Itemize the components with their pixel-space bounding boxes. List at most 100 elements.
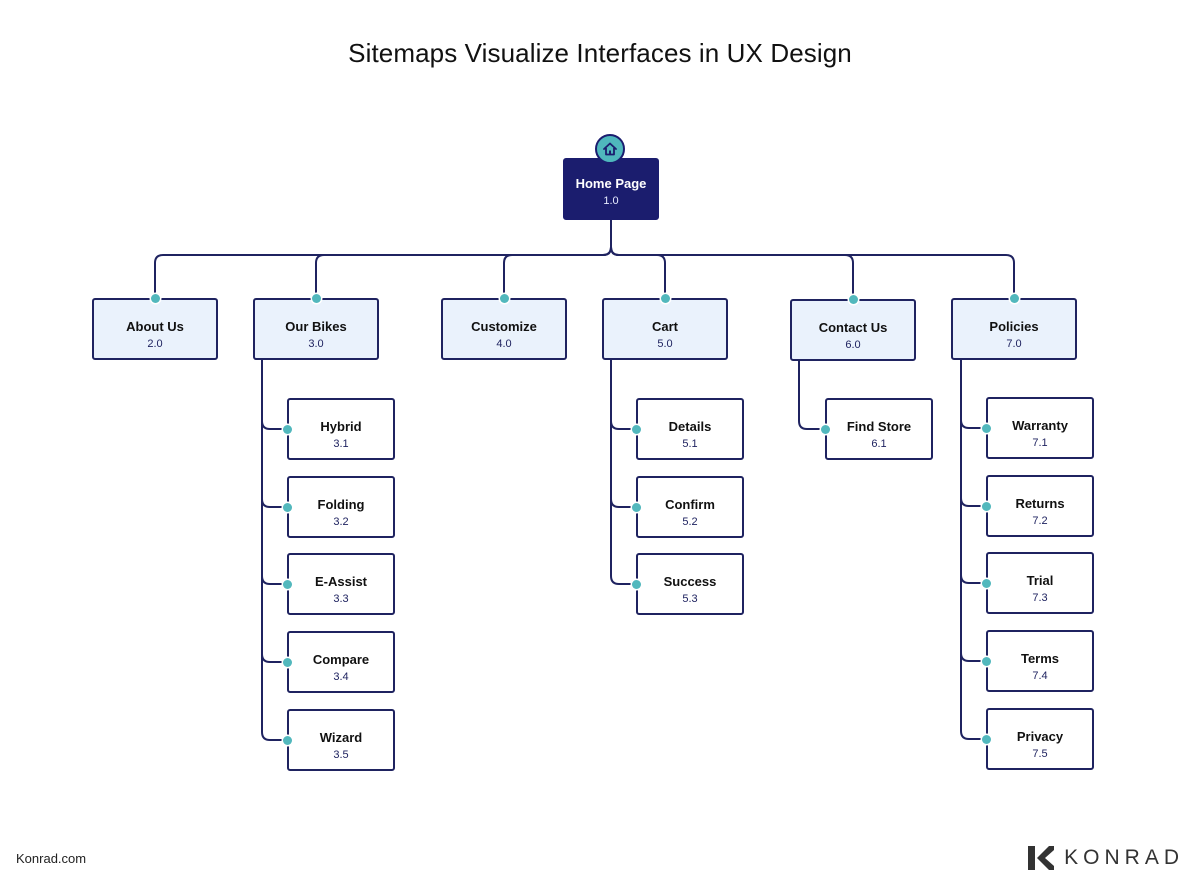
connector-success — [610, 360, 636, 585]
node-number: 2.0 — [147, 338, 163, 350]
footer-site: Konrad.com — [16, 851, 87, 866]
node-number: 7.5 — [1032, 748, 1048, 760]
connector-details — [610, 360, 636, 430]
node-number: 6.0 — [845, 339, 861, 351]
node-label: Trial — [1026, 573, 1054, 588]
connector-dot — [150, 293, 160, 303]
connector-warranty — [960, 360, 986, 429]
node-number: 5.3 — [682, 593, 698, 605]
node-label: Cart — [651, 319, 678, 334]
node-home-page[interactable]: Home Page 1.0 — [563, 158, 659, 220]
node-label: Details — [668, 419, 712, 434]
connector-dot — [282, 735, 292, 745]
node-confirm[interactable]: Confirm 5.2 — [636, 476, 744, 538]
connector-dot — [631, 424, 641, 434]
node-label: Customize — [471, 319, 537, 334]
node-number: 3.5 — [333, 749, 349, 761]
node-number: 1.0 — [603, 195, 619, 207]
node-number: 7.4 — [1032, 670, 1048, 682]
connector-contact-us — [610, 220, 854, 299]
node-customize[interactable]: Customize 4.0 — [441, 298, 567, 360]
connector-terms — [960, 360, 986, 662]
connector-dot — [631, 579, 641, 589]
connector-dot — [981, 578, 991, 588]
connector-dot — [981, 734, 991, 744]
node-label: E-Assist — [314, 574, 368, 589]
node-label: Folding — [317, 497, 365, 512]
node-label: Returns — [1015, 496, 1065, 511]
node-our-bikes[interactable]: Our Bikes 3.0 — [253, 298, 379, 360]
connector-dot — [631, 502, 641, 512]
node-terms[interactable]: Terms 7.4 — [986, 630, 1094, 692]
diagram-title: Sitemaps Visualize Interfaces in UX Desi… — [348, 38, 852, 68]
node-label: Terms — [1020, 651, 1060, 666]
node-number: 3.3 — [333, 593, 349, 605]
node-e-assist[interactable]: E-Assist 3.3 — [287, 553, 395, 615]
connector-compare — [261, 360, 287, 663]
node-hybrid[interactable]: Hybrid 3.1 — [287, 398, 395, 460]
connector-dot — [981, 656, 991, 666]
node-number: 7.0 — [1006, 338, 1022, 350]
node-label: Confirm — [665, 497, 715, 512]
connector-customize — [503, 220, 612, 298]
node-number: 7.2 — [1032, 515, 1048, 527]
connector-find-store — [798, 361, 825, 430]
node-label: Warranty — [1012, 418, 1068, 433]
connector-returns — [960, 360, 986, 507]
node-label: Success — [663, 574, 717, 589]
connector-dot — [1009, 293, 1019, 303]
connector-dot — [660, 293, 670, 303]
connector-dot — [282, 424, 292, 434]
node-wizard[interactable]: Wizard 3.5 — [287, 709, 395, 771]
connector-privacy — [960, 360, 986, 740]
node-label: Hybrid — [320, 419, 362, 434]
node-number: 5.1 — [682, 438, 698, 450]
connector-dot — [311, 293, 321, 303]
node-label: Contact Us — [818, 320, 888, 335]
connector-dot — [499, 293, 509, 303]
node-label: Find Store — [846, 419, 912, 434]
connector-wizard — [261, 360, 287, 741]
node-number: 7.1 — [1032, 437, 1048, 449]
connector-cart — [610, 220, 666, 298]
connector-our-bikes — [315, 220, 612, 298]
node-warranty[interactable]: Warranty 7.1 — [986, 397, 1094, 459]
connector-dot — [820, 424, 830, 434]
connector-dot — [848, 294, 858, 304]
node-number: 5.2 — [682, 516, 698, 528]
connector-dot — [981, 501, 991, 511]
connector-folding — [261, 360, 287, 508]
node-contact-us[interactable]: Contact Us 6.0 — [790, 299, 916, 361]
connector-e-assist — [261, 360, 287, 585]
connector-dot — [282, 657, 292, 667]
connector-policies — [610, 220, 1015, 298]
konrad-mark-icon — [1028, 846, 1055, 870]
connector-dot — [981, 423, 991, 433]
node-returns[interactable]: Returns 7.2 — [986, 475, 1094, 537]
node-number: 4.0 — [496, 338, 512, 350]
connector-confirm — [610, 360, 636, 508]
node-label: Wizard — [319, 730, 363, 745]
node-label: Privacy — [1016, 729, 1064, 744]
home-icon — [595, 134, 625, 164]
node-number: 6.1 — [871, 438, 887, 450]
connector-hybrid — [261, 360, 287, 430]
connector-dot — [282, 502, 292, 512]
node-label: About Us — [126, 319, 184, 334]
node-about-us[interactable]: About Us 2.0 — [92, 298, 218, 360]
node-number: 3.0 — [308, 338, 324, 350]
node-label: Our Bikes — [285, 319, 347, 334]
node-privacy[interactable]: Privacy 7.5 — [986, 708, 1094, 770]
node-label: Home Page — [575, 176, 647, 191]
node-find-store[interactable]: Find Store 6.1 — [825, 398, 933, 460]
node-success[interactable]: Success 5.3 — [636, 553, 744, 615]
node-number: 3.1 — [333, 438, 349, 450]
node-details[interactable]: Details 5.1 — [636, 398, 744, 460]
connector-about-us — [154, 220, 612, 298]
